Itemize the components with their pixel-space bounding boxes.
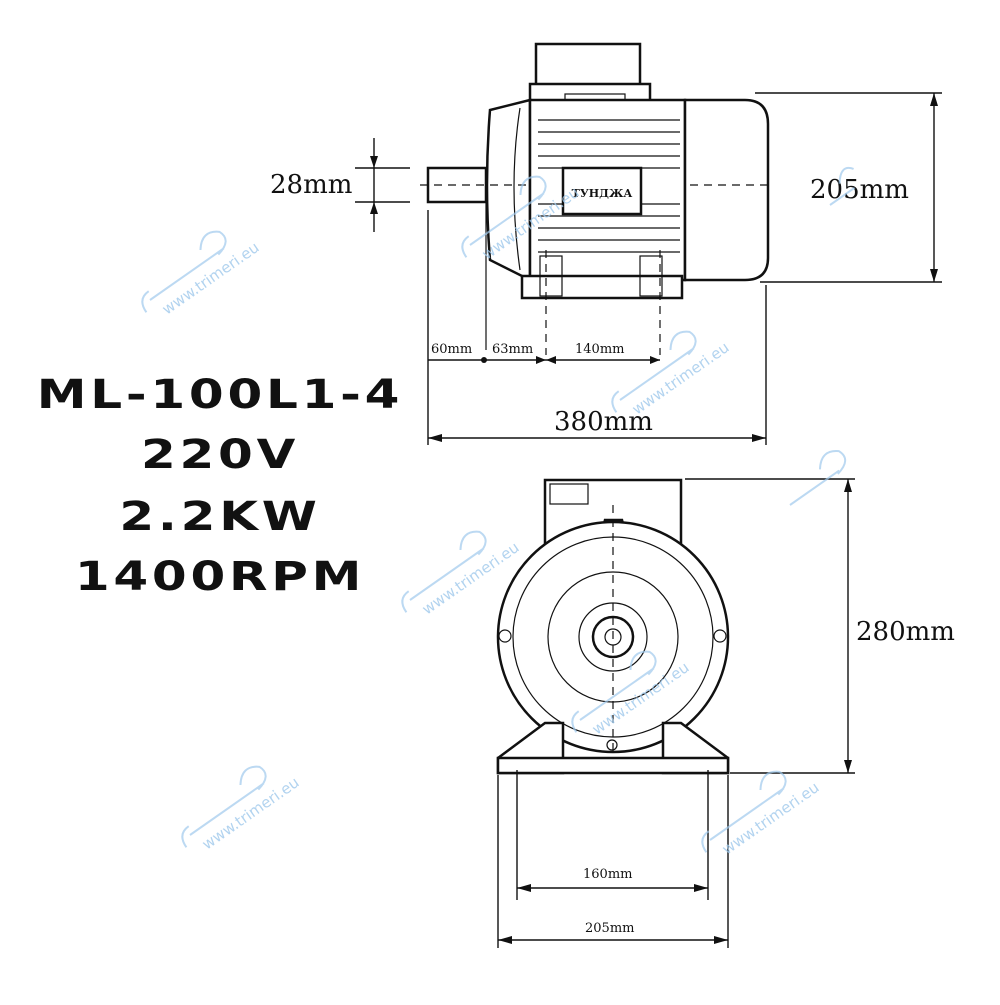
dim-foot-spacing: 140mm (575, 342, 624, 357)
cooling-fins (538, 119, 680, 253)
dim-shaft-to-foot: 63mm (492, 342, 533, 357)
watermark-text: www.trimeri.eu (629, 338, 733, 418)
voltage-rating: 220V (140, 432, 300, 478)
speed-rating: 1400RPM (74, 554, 366, 600)
watermark-text: www.trimeri.eu (719, 778, 823, 858)
watermark-logo: www.trimeri.eu (141, 230, 263, 318)
dim-shaft-length: 60mm (431, 342, 472, 357)
dim-front-height: 280mm (856, 617, 955, 647)
dim-side-height: 205mm (810, 175, 909, 205)
power-rating: 2.2KW (119, 494, 321, 540)
dim-total-length: 380mm (554, 407, 653, 437)
watermark-logo (789, 450, 847, 506)
watermark-text: www.trimeri.eu (159, 238, 263, 318)
dim-base-width: 205mm (585, 921, 634, 936)
side-view: ТУНДЖА 28mm 205mm 60 (270, 42, 942, 445)
brand-label: ТУНДЖА (572, 187, 633, 200)
front-view: 280mm 160mm 205mm (496, 478, 955, 948)
model-number: ML-100L1-4 (36, 372, 404, 418)
dim-shaft-diameter: 28mm (270, 170, 352, 200)
fan-cover (683, 98, 770, 282)
watermark-logo: www.trimeri.eu (181, 765, 303, 853)
watermark-text: www.trimeri.eu (199, 773, 303, 853)
base-plate (496, 756, 730, 775)
watermark-logo (829, 166, 856, 206)
brand-plate (561, 166, 643, 216)
dim-foot-hole-spacing: 160mm (583, 867, 632, 882)
